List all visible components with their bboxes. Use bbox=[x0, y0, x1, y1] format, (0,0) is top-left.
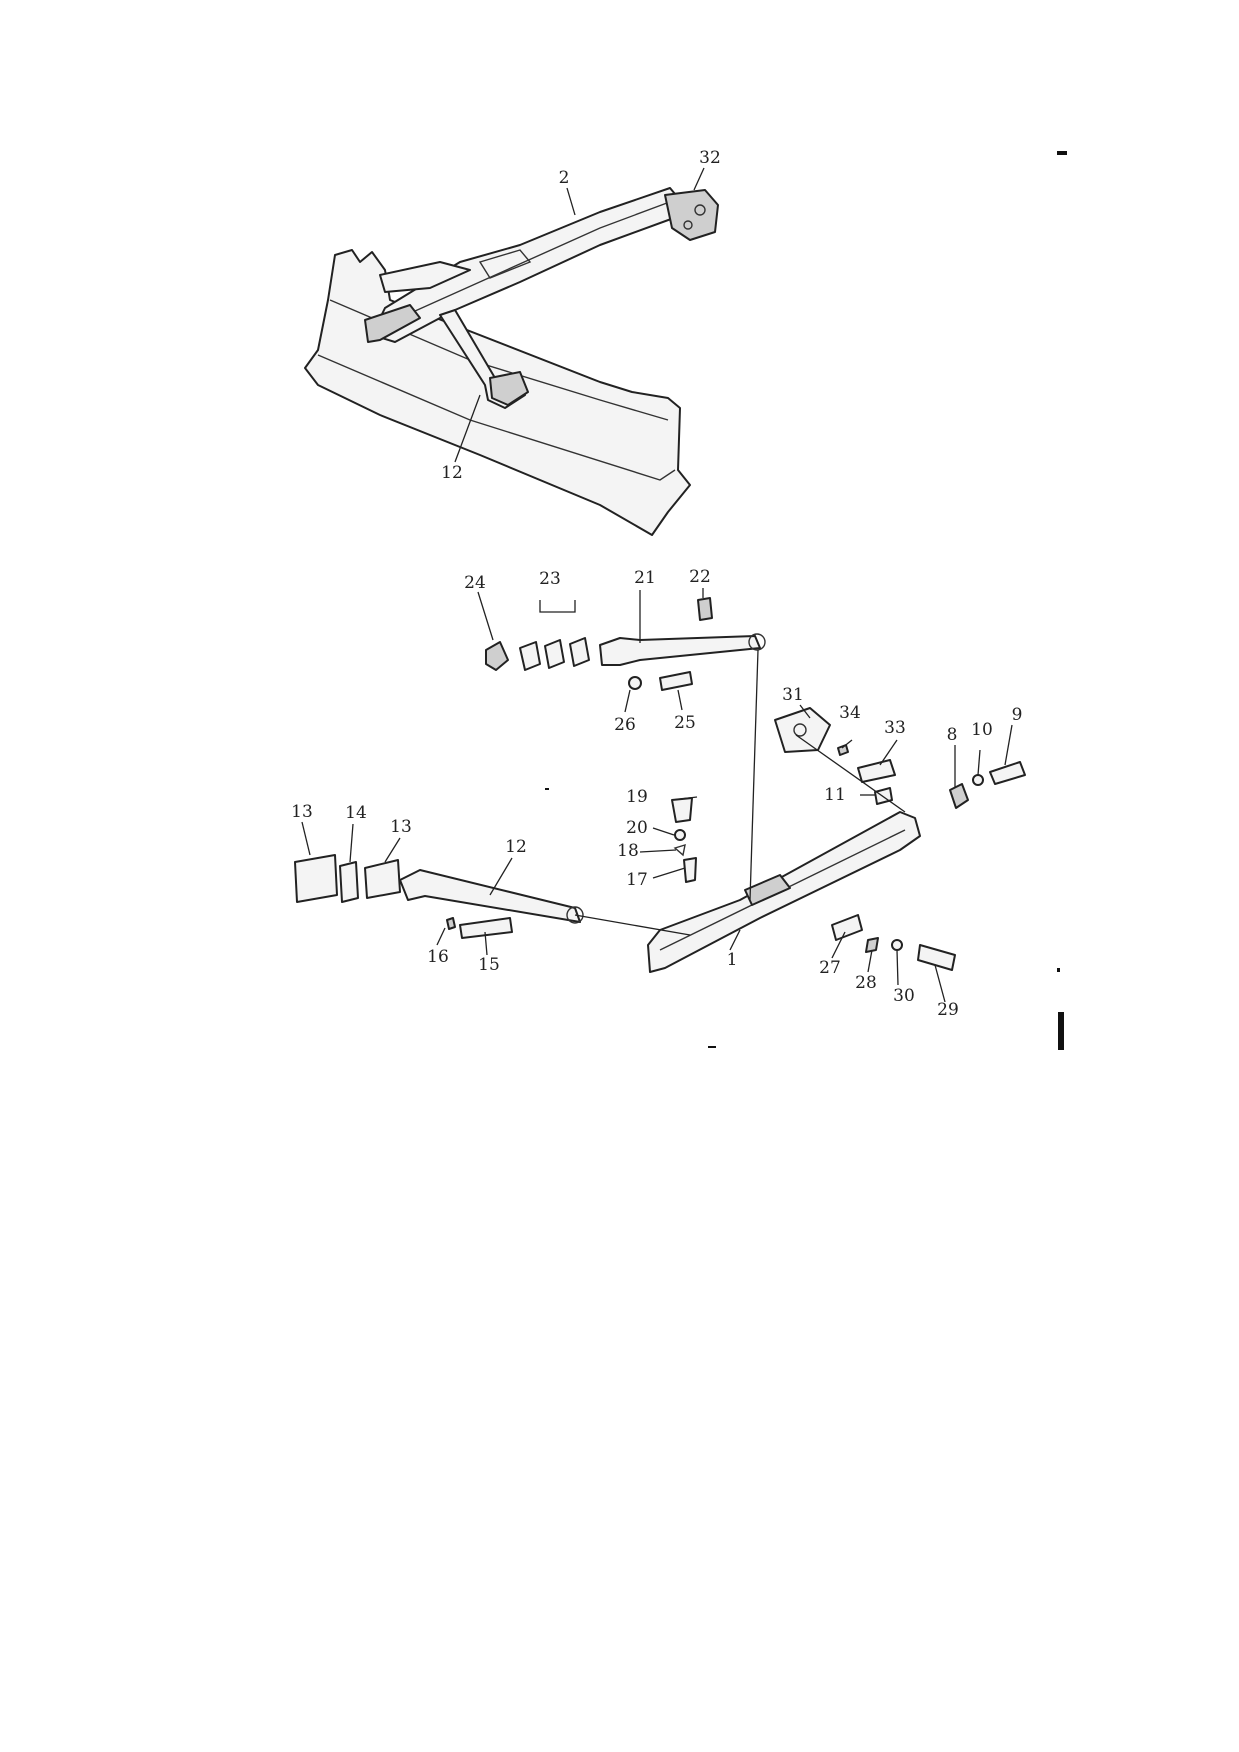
part-31 bbox=[774, 707, 831, 753]
callout-31: 31 bbox=[782, 685, 804, 705]
part-9 bbox=[989, 761, 1026, 785]
callout-16: 16 bbox=[427, 947, 449, 967]
callout-30: 30 bbox=[893, 986, 915, 1006]
callout-17: 17 bbox=[626, 870, 648, 890]
part-29 bbox=[917, 944, 956, 971]
callout-27: 27 bbox=[819, 958, 841, 978]
callout-34: 34 bbox=[839, 703, 861, 723]
part-15 bbox=[459, 917, 513, 939]
part-18 bbox=[673, 843, 686, 857]
callout-13-right: 13 bbox=[390, 817, 412, 837]
callout-33: 33 bbox=[884, 718, 906, 738]
brace-21 bbox=[599, 635, 761, 666]
callout-8: 8 bbox=[947, 725, 958, 745]
callout-21: 21 bbox=[634, 568, 656, 588]
callout-25: 25 bbox=[674, 713, 696, 733]
part-10 bbox=[972, 774, 984, 786]
callout-18: 18 bbox=[617, 841, 639, 861]
callout-2: 2 bbox=[559, 168, 570, 188]
callout-23: 23 bbox=[539, 569, 561, 589]
callout-12-bottom: 12 bbox=[505, 837, 527, 857]
part-23 bbox=[519, 641, 541, 671]
push-arm-1 bbox=[647, 811, 921, 973]
trunnion-32 bbox=[664, 189, 719, 241]
part-20 bbox=[674, 829, 686, 841]
callout-32: 32 bbox=[699, 148, 721, 168]
callout-19: 19 bbox=[626, 787, 648, 807]
part-14 bbox=[339, 861, 359, 903]
callout-14: 14 bbox=[345, 803, 367, 823]
part-33 bbox=[857, 759, 896, 783]
callout-24: 24 bbox=[464, 573, 486, 593]
scan-marks bbox=[545, 151, 1067, 1050]
callout-9: 9 bbox=[1012, 705, 1023, 725]
exploded-view: 24 23 21 22 26 25 31 34 33 8 10 9 11 19 … bbox=[291, 567, 1026, 1020]
callout-22: 22 bbox=[689, 567, 711, 587]
part-13-left bbox=[294, 854, 338, 903]
callout-28: 28 bbox=[855, 973, 877, 993]
assembly-view: 2 32 12 bbox=[304, 148, 721, 536]
callout-10: 10 bbox=[971, 720, 993, 740]
callout-29: 29 bbox=[937, 1000, 959, 1020]
part-27 bbox=[831, 914, 863, 941]
callout-12-top: 12 bbox=[441, 463, 463, 483]
part-26 bbox=[628, 676, 642, 690]
part-16 bbox=[446, 917, 456, 930]
part-19 bbox=[671, 797, 693, 823]
part-30 bbox=[891, 939, 903, 951]
callout-13-left: 13 bbox=[291, 802, 313, 822]
callout-26: 26 bbox=[614, 715, 636, 735]
callout-1: 1 bbox=[727, 950, 738, 970]
part-17 bbox=[683, 857, 697, 883]
callout-15: 15 bbox=[478, 955, 500, 975]
callout-20: 20 bbox=[626, 818, 648, 838]
part-13-right bbox=[364, 859, 401, 899]
callout-11: 11 bbox=[824, 785, 846, 805]
part-28 bbox=[865, 937, 879, 953]
part-34 bbox=[837, 744, 849, 756]
part-25 bbox=[659, 671, 693, 691]
part-24 bbox=[485, 641, 509, 671]
brace-12 bbox=[399, 869, 581, 923]
part-22 bbox=[697, 597, 713, 621]
part-8 bbox=[949, 783, 969, 809]
